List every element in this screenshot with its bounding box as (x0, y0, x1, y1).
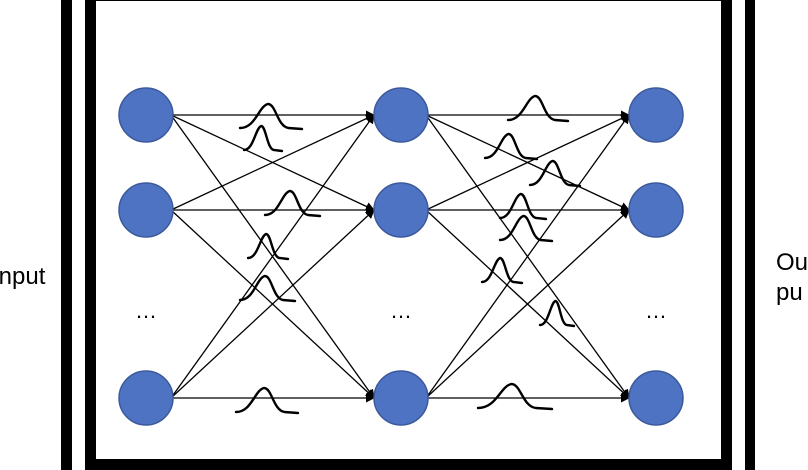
neuron-node (628, 87, 684, 143)
weight-distribution-curve (263, 189, 322, 218)
weight-distribution-curve (246, 232, 290, 261)
neuron-node (373, 370, 429, 426)
edge (170, 114, 375, 399)
edge (170, 209, 375, 399)
edge (425, 209, 630, 399)
neuron-node (628, 182, 684, 238)
input-panel (0, 0, 72, 470)
weight-distribution-curve (238, 274, 297, 303)
output-label-line-2: pu (776, 279, 803, 306)
weight-distribution-curve (234, 386, 300, 415)
weight-distribution-curve (506, 94, 570, 123)
weight-distribution-curve (238, 102, 304, 131)
weight-distribution-curve (498, 214, 554, 243)
weight-distribution-curve (480, 256, 524, 285)
output-panel (745, 0, 808, 470)
edge (425, 114, 630, 211)
weight-distribution-curve (528, 159, 582, 188)
output-label: Ou pu (776, 248, 808, 308)
ellipsis: … (135, 298, 157, 323)
neuron-node (118, 182, 174, 238)
ellipsis: … (645, 298, 667, 323)
neuron-node (373, 182, 429, 238)
weight-distribution-curve (483, 132, 539, 161)
edges (170, 110, 630, 403)
output-label-line-1: Ou (776, 249, 808, 276)
weight-distributions (234, 94, 582, 415)
weight-distribution-curve (538, 299, 576, 328)
nodes: … … … (118, 87, 684, 426)
weight-distribution-curve (476, 382, 554, 411)
neuron-node (118, 87, 174, 143)
edge (425, 114, 630, 399)
neuron-node (373, 87, 429, 143)
input-label: Input (0, 263, 46, 290)
neuron-node (118, 370, 174, 426)
neuron-node (628, 370, 684, 426)
edge (170, 114, 375, 211)
weight-distribution-curve (498, 192, 548, 221)
ellipsis: … (390, 298, 412, 323)
weight-distribution-curve (242, 124, 284, 153)
bayesian-network-diagram: … … … (118, 87, 684, 426)
